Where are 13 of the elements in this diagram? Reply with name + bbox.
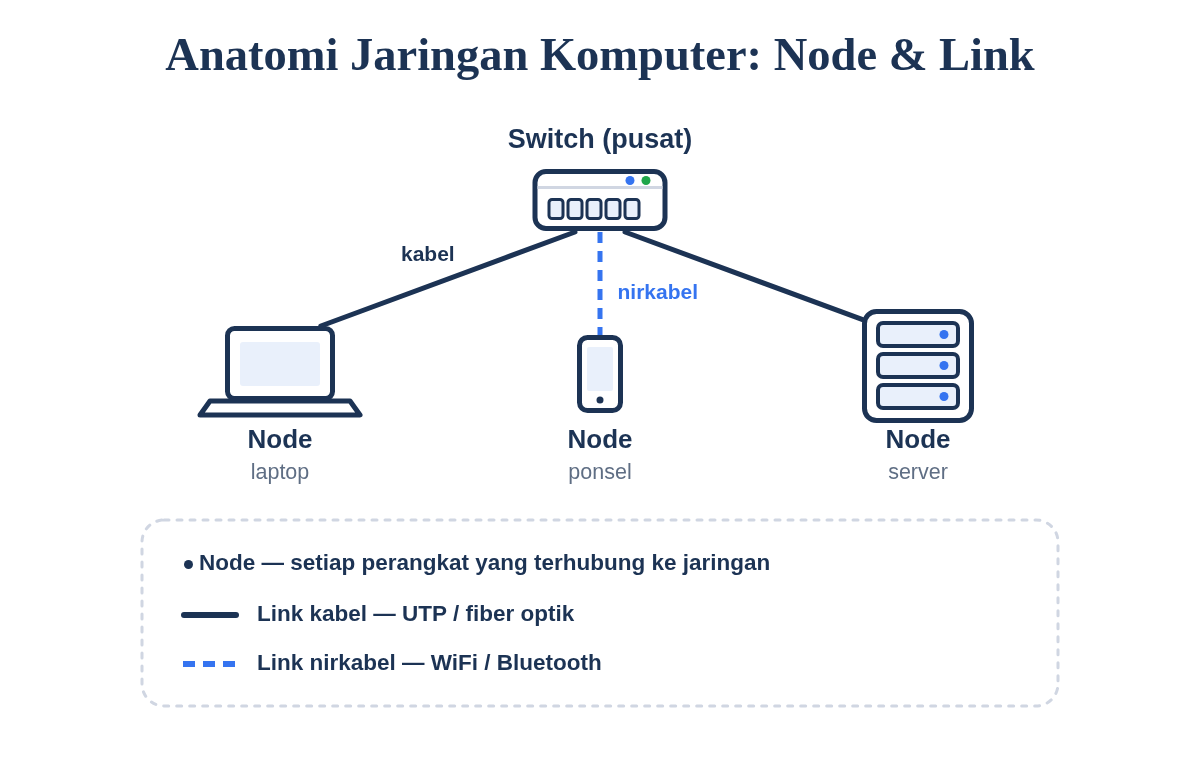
title: Anatomi Jaringan Komputer: Node & Link [165,28,1035,82]
device-caption: ponsel [568,459,632,485]
device-heading: Switch (pusat) [507,123,693,155]
device-caption: laptop [250,459,310,485]
node-label: Node [885,424,951,454]
dashed-link-line [597,232,603,335]
legend-text: Link nirkabel — WiFi / Bluetooth [257,649,602,677]
legend-text: Link kabel — UTP / fiber optik [257,600,575,628]
link-line [622,229,865,322]
node-label: Node [567,424,633,454]
device-caption: server [888,459,948,485]
node-label: Node [247,424,313,454]
legend-text: Node — setiap perangkat yang terhubung ke jaringan [199,549,771,577]
